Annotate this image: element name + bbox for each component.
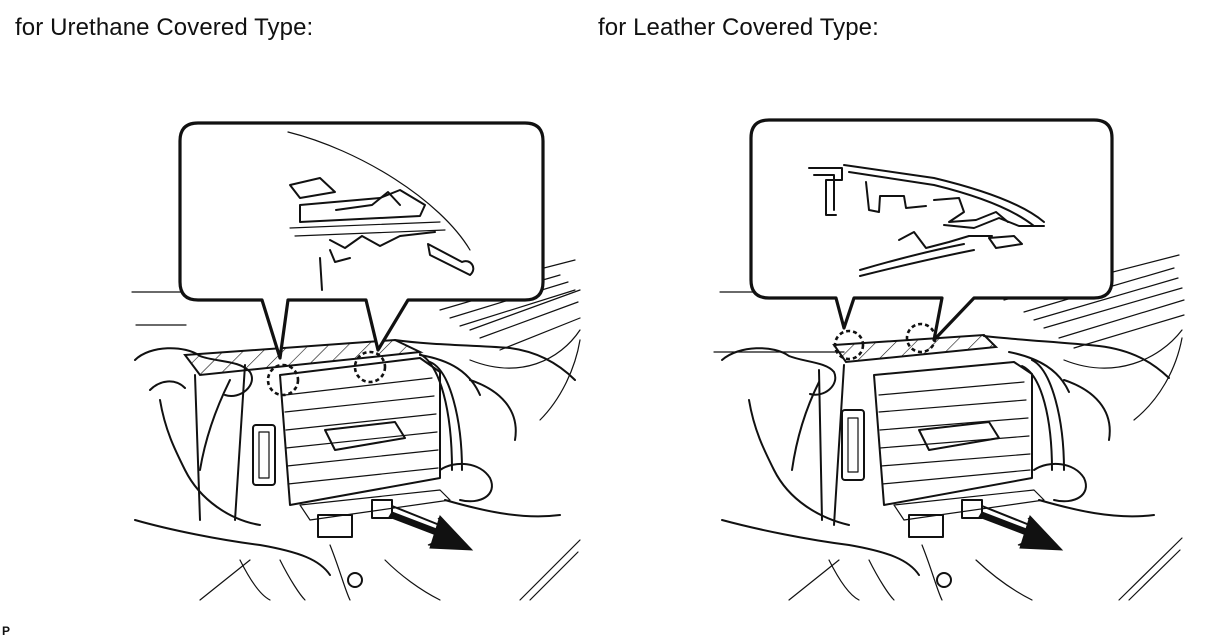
detail-callout-bubble <box>749 118 1114 342</box>
leather-removal-illustration <box>713 118 1185 601</box>
claw-location-markers <box>833 322 937 361</box>
caption-leather-type: for Leather Covered Type: <box>598 14 879 41</box>
air-vent-register <box>194 353 463 521</box>
vent-bezel-top-strip <box>832 333 999 364</box>
left-hand-outline <box>721 347 920 576</box>
claw-location-markers <box>266 350 387 397</box>
lower-clip-area <box>788 499 1033 601</box>
claw-marker-2 <box>353 350 387 384</box>
left-hand-outline <box>134 347 331 576</box>
dashboard-background-lines <box>131 259 581 601</box>
right-hand-outline <box>983 335 1170 518</box>
claw-marker-1 <box>266 363 300 397</box>
caption-urethane-type: for Urethane Covered Type: <box>15 14 314 41</box>
pull-direction-arrow <box>978 505 1064 551</box>
urethane-removal-illustration <box>131 121 581 601</box>
lower-clip-area <box>199 499 441 601</box>
air-vent-register <box>818 359 1065 526</box>
claw-marker-2 <box>905 322 937 354</box>
right-hand-outline <box>394 339 576 518</box>
claw-marker-1 <box>833 329 865 361</box>
pull-direction-arrow <box>388 505 474 551</box>
detail-callout-bubble <box>178 121 545 360</box>
figure-code-label: P <box>2 624 11 638</box>
